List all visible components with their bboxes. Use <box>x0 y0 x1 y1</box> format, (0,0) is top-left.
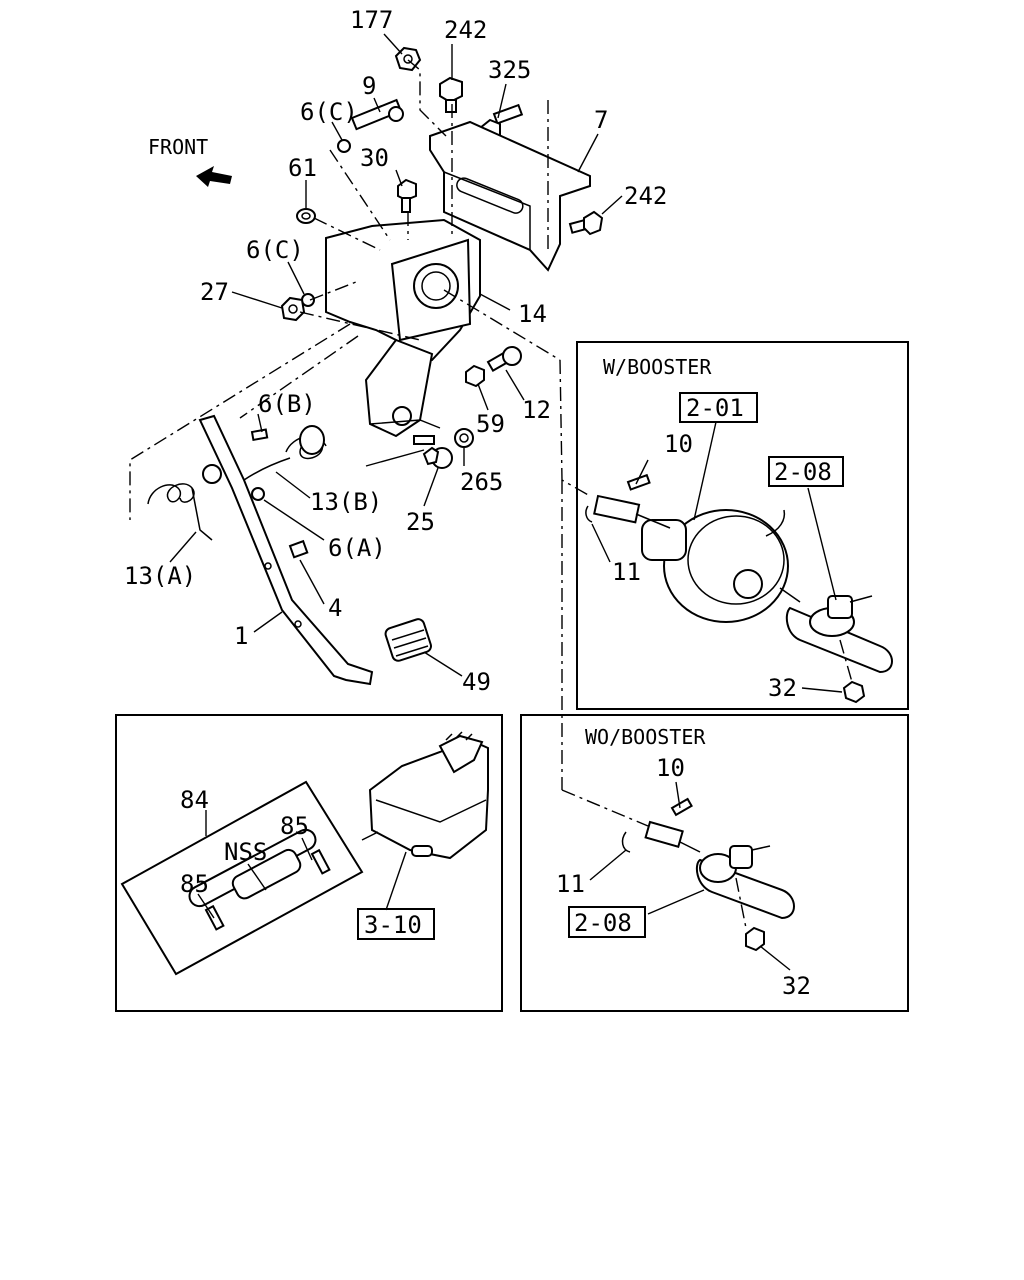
front-label: FRONT <box>148 135 208 159</box>
callout-177: 177 <box>350 6 393 34</box>
ref-2-08-wo-booster: 2-08 <box>574 909 632 937</box>
wo-booster-panel-frame <box>520 714 909 1012</box>
callout-7: 7 <box>594 106 608 134</box>
ref-2-01: 2-01 <box>686 394 744 422</box>
clip-pin-11-wo-booster <box>621 831 631 853</box>
callout-1: 1 <box>234 622 248 650</box>
spring-13a <box>147 483 213 541</box>
callout-242-top: 242 <box>444 16 487 44</box>
callout-13a: 13(A) <box>124 562 196 590</box>
callout-6c-mid: 6(C) <box>246 236 304 264</box>
callout-85-top: 85 <box>280 812 309 840</box>
nss-hose-subframe <box>120 780 364 976</box>
bolt-242-right <box>568 210 604 236</box>
pedal-pad-49 <box>384 618 432 662</box>
callout-13b: 13(B) <box>310 488 382 516</box>
master-cylinder-wo-booster <box>695 845 795 920</box>
clevis-rod <box>593 494 671 529</box>
washer-61 <box>296 208 316 224</box>
nut-32-booster <box>839 639 866 704</box>
callout-27: 27 <box>200 278 229 306</box>
bolt-242-top <box>439 76 463 113</box>
callout-11-wo-booster: 11 <box>556 870 585 898</box>
brake-booster-2-01 <box>641 509 789 623</box>
ref-box-3-10 <box>357 908 435 940</box>
callout-325: 325 <box>488 56 531 84</box>
callout-10-booster: 10 <box>664 430 693 458</box>
bolt-30 <box>397 178 417 213</box>
callout-30: 30 <box>360 144 389 172</box>
booster-panel-frame <box>576 341 909 710</box>
pedal-bracket-14 <box>325 218 481 438</box>
callout-14: 14 <box>518 300 547 328</box>
reservoir-panel-frame <box>115 714 503 1012</box>
clip-6c-mid <box>301 293 315 307</box>
callout-6b: 6(B) <box>258 390 316 418</box>
bolt-25 <box>413 435 453 469</box>
pin-10-booster <box>626 473 651 491</box>
clip-4 <box>288 539 309 559</box>
ref-3-10: 3-10 <box>364 911 422 939</box>
callout-85-left: 85 <box>180 870 209 898</box>
callout-242-right: 242 <box>624 182 667 210</box>
callout-4: 4 <box>328 594 342 622</box>
arrow-left-icon <box>196 166 232 187</box>
nut-265 <box>454 428 474 448</box>
callout-6a: 6(A) <box>328 534 386 562</box>
booster-panel-title: W/BOOSTER <box>603 355 712 379</box>
callout-10-wo-booster: 10 <box>656 754 685 782</box>
assembly-lines-top <box>129 59 649 827</box>
nut-32-wo-booster <box>735 877 765 952</box>
callout-12: 12 <box>522 396 551 424</box>
callout-61: 61 <box>288 154 317 182</box>
callout-11-booster: 11 <box>612 558 641 586</box>
leader-lines <box>169 33 843 971</box>
bushing-6a <box>251 487 265 501</box>
master-cylinder-booster <box>779 587 893 674</box>
clip-6b <box>250 428 269 442</box>
spring-13b <box>243 425 327 481</box>
clevis-wo-booster <box>644 820 701 853</box>
ref-2-08-booster: 2-08 <box>774 458 832 486</box>
clutch-pedal-1 <box>198 414 374 686</box>
ref-box-2-08-wo-booster <box>568 906 646 938</box>
hose-clamp-85-top <box>310 848 331 875</box>
callout-6c-top: 6(C) <box>300 98 358 126</box>
callout-265: 265 <box>460 468 503 496</box>
stopper-bolt-12 <box>486 346 522 373</box>
ref-box-2-08-booster <box>768 456 844 487</box>
pin-10-wo-booster <box>670 797 693 817</box>
reservoir-tank-3-10 <box>361 731 489 860</box>
wo-booster-panel-title: WO/BOOSTER <box>585 725 706 749</box>
bracket-7 <box>429 120 591 272</box>
callout-32-booster: 32 <box>768 674 797 702</box>
callout-59: 59 <box>476 410 505 438</box>
callout-9: 9 <box>362 72 376 100</box>
nut-59 <box>465 364 485 388</box>
pin-9 <box>350 98 404 131</box>
callout-49: 49 <box>462 668 491 696</box>
nut-27 <box>280 296 306 322</box>
callout-25: 25 <box>406 508 435 536</box>
clip-pin-11-booster <box>585 505 593 523</box>
callout-32-wo-booster: 32 <box>782 972 811 1000</box>
ref-box-2-01 <box>679 392 758 423</box>
callout-84: 84 <box>180 786 209 814</box>
callout-nss: NSS <box>224 838 267 866</box>
clip-6c-top <box>337 139 351 153</box>
